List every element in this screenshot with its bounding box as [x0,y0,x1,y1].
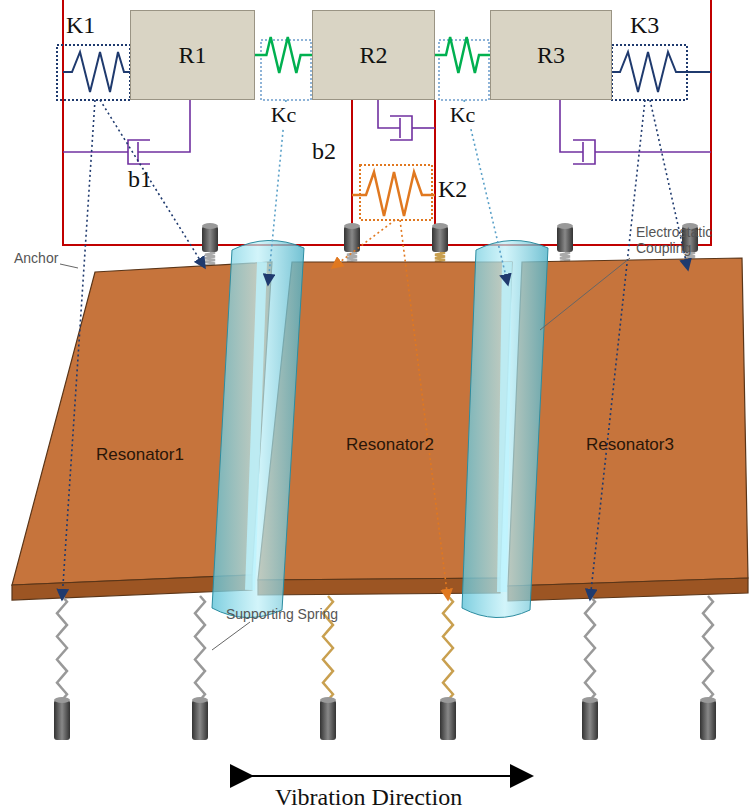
node-text: R2 [359,42,387,69]
node-text: R1 [178,42,206,69]
resonator-plate: Resonator3 [560,430,700,460]
resonator-plate: Resonator2 [320,430,460,460]
node-text: R3 [537,42,565,69]
damper-label: b2 [312,138,336,165]
spring-label: K3 [630,12,659,39]
part-label: Supporting Spring [226,606,338,622]
spring-label: K2 [438,176,467,203]
spring-label: K1 [66,12,95,39]
spring-label: Kc [448,102,478,128]
node-text: Resonator3 [586,435,674,455]
part-label: Electrostatic Coupling [636,224,748,256]
mass-box: R2 [312,10,435,100]
spring-label: Kc [269,102,299,128]
node-text: Resonator1 [96,445,184,465]
node-text: Resonator2 [346,435,434,455]
mass-box: R1 [130,10,255,100]
mass-box: R3 [490,10,612,100]
spring-connector [255,37,312,73]
caption-label: Vibration Direction [275,784,462,811]
spring-connector [435,37,490,73]
resonator-plate: Resonator1 [70,440,210,470]
part-label: Anchor [14,250,58,266]
damper-label: b1 [128,166,152,193]
